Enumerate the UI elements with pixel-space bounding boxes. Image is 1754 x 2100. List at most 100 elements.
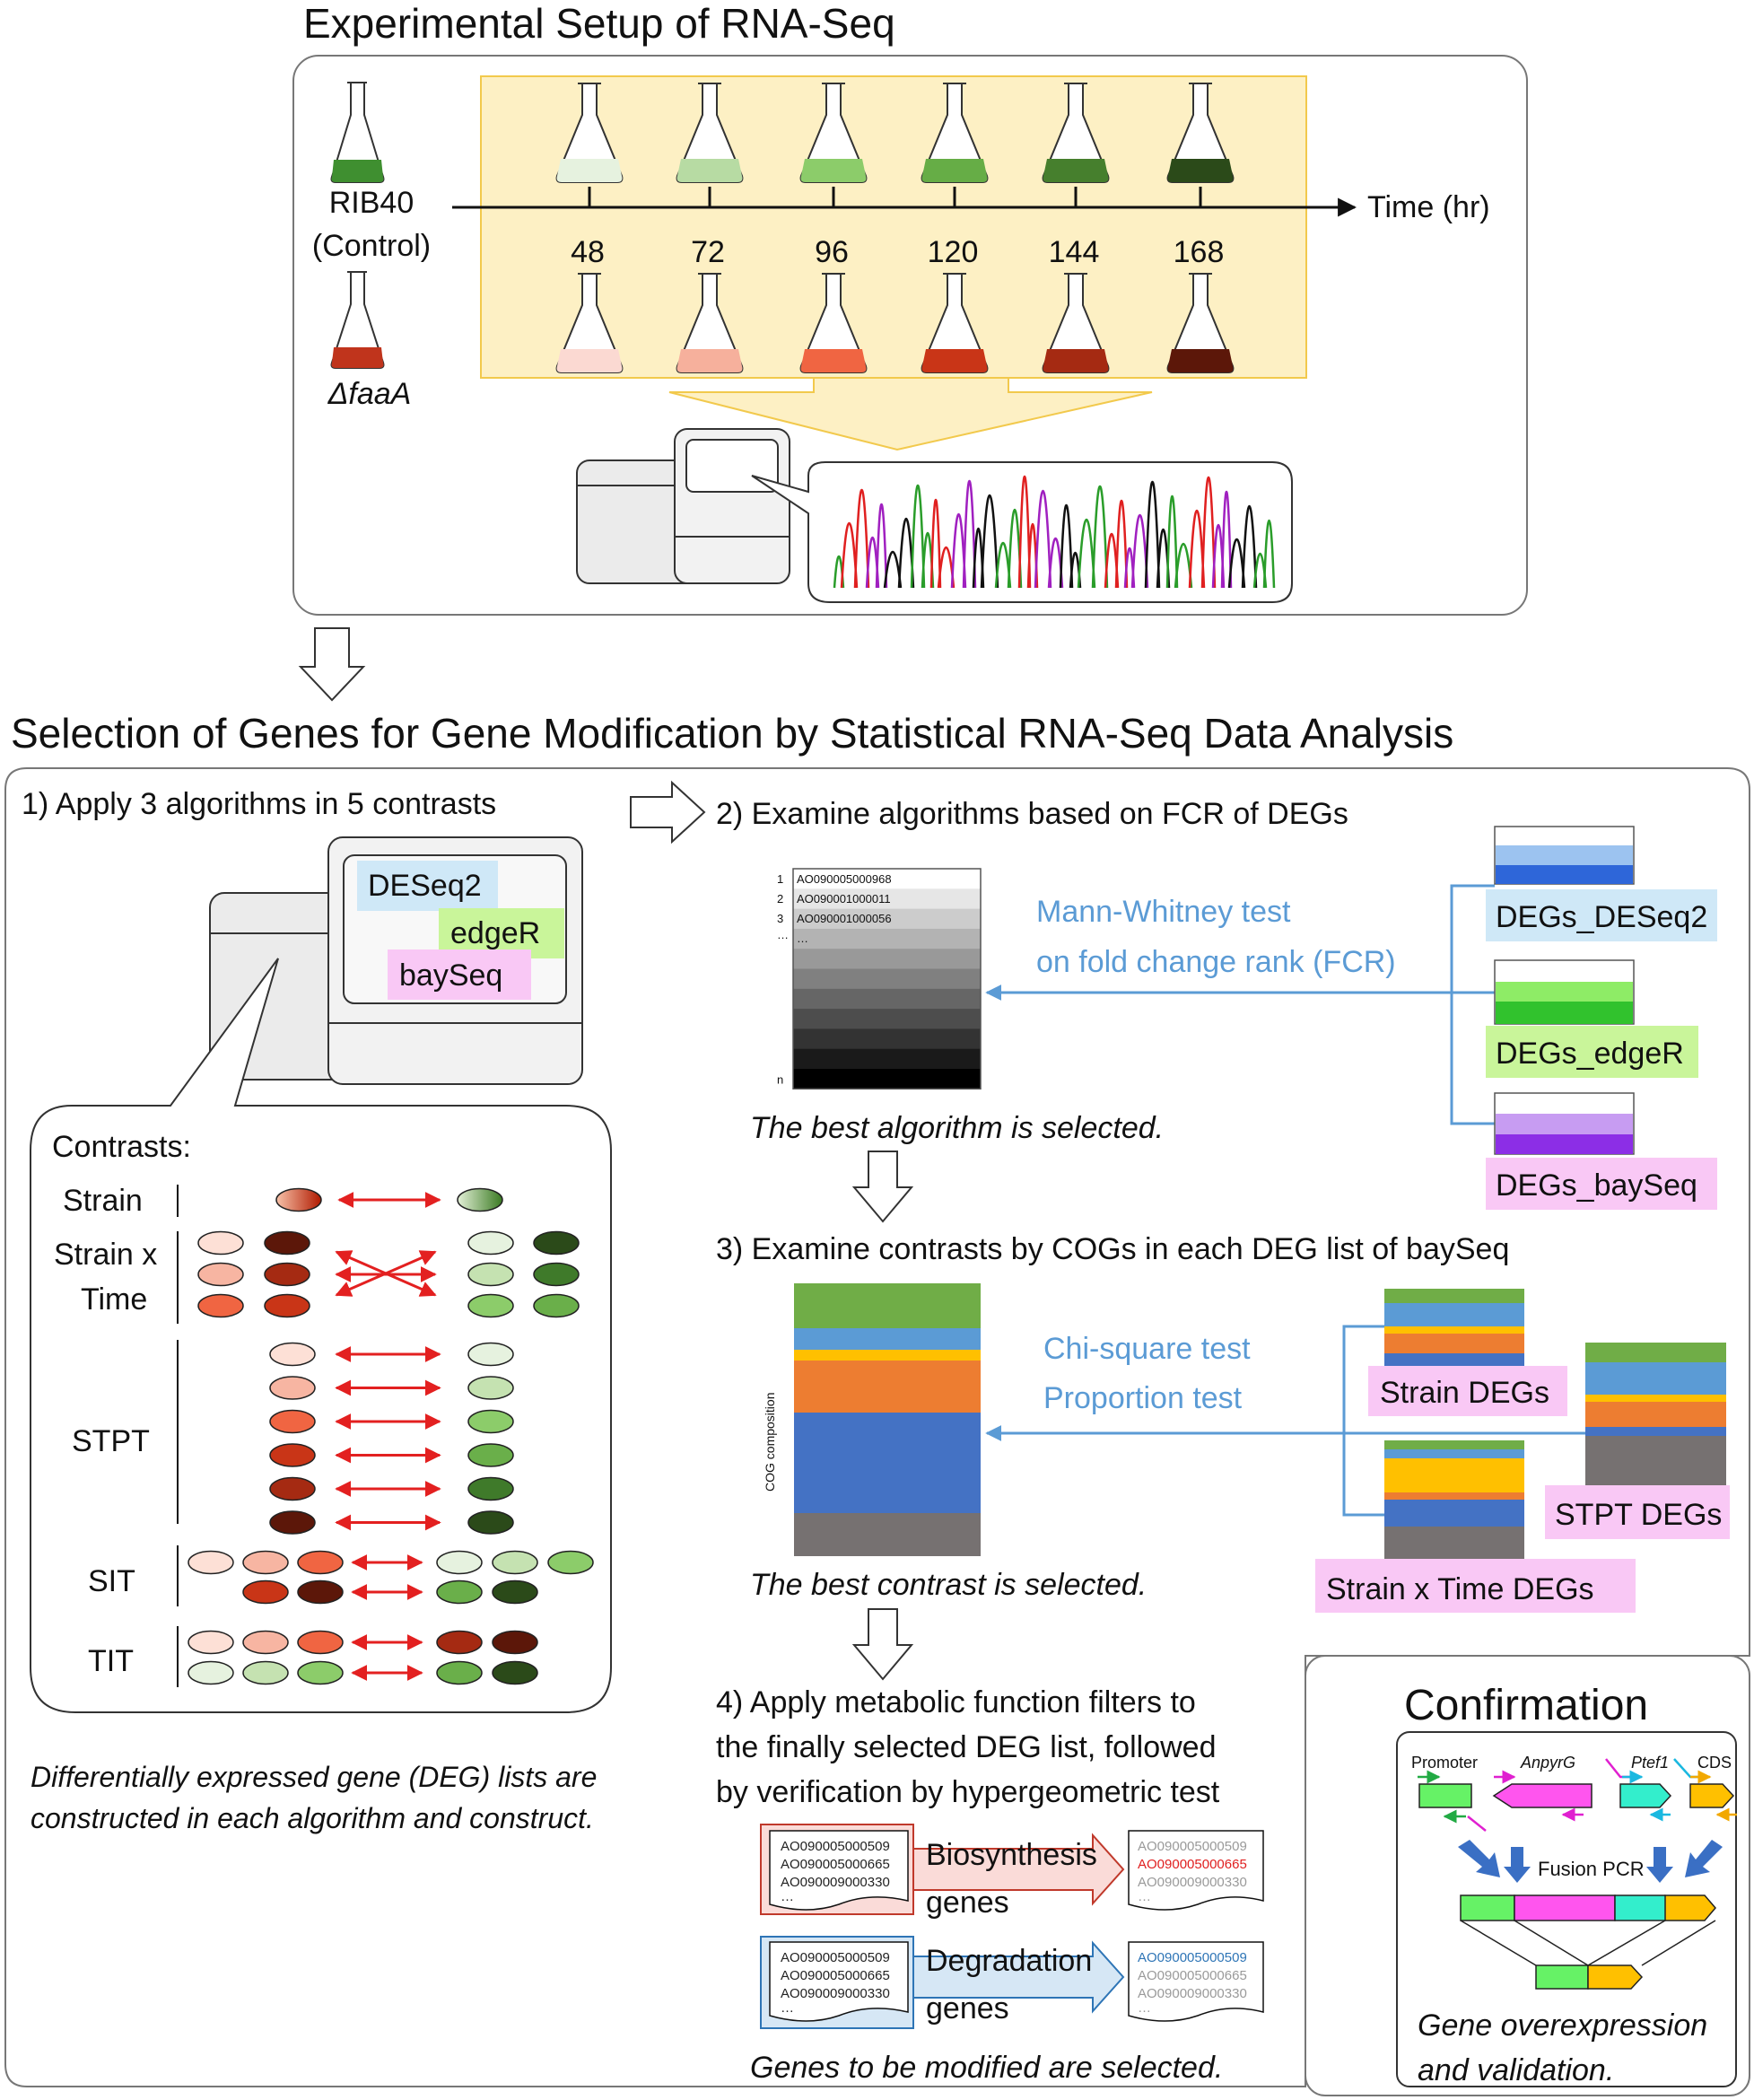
rank-table: 123…nAO090005000968AO090001000011AO09000… (777, 868, 982, 1090)
stpt-red-sample (269, 1376, 316, 1400)
sample-green (533, 1293, 580, 1318)
pcr-arrows-icon (1458, 1840, 1723, 1883)
step2-arrow (630, 780, 706, 844)
sample-red (264, 1293, 310, 1318)
funnel-arrow (668, 377, 1153, 451)
degradation-filter (760, 1936, 1264, 2029)
main-title: Selection of Genes for Gene Modification… (11, 710, 1453, 757)
sample-red (264, 1230, 310, 1256)
confirmation-title: Confirmation (1404, 1682, 1648, 1729)
stpt-green-sample (467, 1376, 514, 1400)
timepoint-label: 48 (571, 235, 605, 269)
rank-gene: AO090001000056 (797, 912, 892, 925)
step1-caption-line1: Differentially expressed gene (DEG) list… (31, 1761, 597, 1793)
contrast-strainxtime-label2: Time (81, 1282, 147, 1317)
stpt-red-sample (269, 1342, 316, 1367)
edger-label: edgeR (450, 916, 540, 950)
contrast-strainxtime-label1: Strain x (54, 1238, 157, 1272)
strain-mutant-sample (275, 1187, 322, 1212)
control-flask-icon (330, 82, 385, 183)
bayseq-beaker-icon (1494, 1092, 1635, 1155)
control-flask-120-icon (921, 83, 989, 183)
rank-number: 1 (777, 872, 783, 886)
stpt-degs-bar (1585, 1343, 1726, 1488)
deg-output-gene-4: … (1138, 2000, 1151, 2016)
timepoint-label: 72 (691, 235, 725, 269)
mutant-flask-icon (330, 271, 385, 369)
sit-sample (492, 1579, 538, 1605)
contrast-sit-label: SIT (88, 1564, 135, 1598)
promoter-label: Promoter (1411, 1754, 1478, 1772)
strainxtime-degs-bar (1384, 1440, 1524, 1559)
contrast-diagrams (177, 1185, 594, 1687)
sample-green (533, 1262, 580, 1287)
mutant-flask-120-icon (921, 273, 989, 373)
stpt-degs-highlight (1545, 1485, 1730, 1539)
step3-caption: The best contrast is selected. (750, 1568, 1147, 1602)
contrasts-title: Contrasts: (52, 1130, 191, 1164)
top-title: Experimental Setup of RNA-Seq (303, 0, 895, 47)
stpt-green-sample (467, 1476, 514, 1501)
bio-input-gene-1: AO090005000509 (781, 1839, 890, 1854)
sample-green (467, 1293, 514, 1318)
mutant-flask-96-icon (799, 273, 868, 373)
step2-title: 2) Examine algorithms based on FCR of DE… (716, 797, 1348, 831)
strainxtime-degs-label: Strain x Time DEGs (1326, 1572, 1594, 1606)
stpt-red-sample (269, 1409, 316, 1434)
cog-axis-label: COG composition (763, 1393, 777, 1492)
control-label: (Control) (312, 229, 431, 263)
strain-degs-bar (1384, 1289, 1524, 1366)
deg-input-gene-1: AO090005000509 (781, 1950, 890, 1965)
ptef1-label: Ptef1 (1631, 1754, 1669, 1772)
stpt-degs-label: STPT DEGs (1555, 1498, 1722, 1532)
sample-red (264, 1262, 310, 1287)
down-arrow (298, 627, 366, 702)
timepoint-label: 168 (1174, 235, 1225, 269)
rank-number: … (777, 928, 789, 941)
stpt-green-sample (467, 1443, 514, 1467)
bio-output-gene-4: … (1138, 1889, 1151, 1904)
rank-number: 3 (777, 912, 783, 925)
timepoint-label: 120 (928, 235, 979, 269)
edger-beaker-icon (1494, 959, 1635, 1025)
bio-output-gene-3: AO090009000330 (1138, 1875, 1247, 1890)
rank-gene: AO090005000968 (797, 872, 892, 886)
contrast-strain-label: Strain (63, 1184, 143, 1218)
cog-composition-bar (794, 1283, 981, 1556)
tit-sample (188, 1630, 234, 1655)
deseq2-label: DESeq2 (368, 869, 482, 903)
rank-number: 2 (777, 892, 783, 906)
sample-red (197, 1262, 244, 1287)
stpt-green-sample (467, 1510, 514, 1535)
sit-sample (188, 1550, 234, 1575)
step1-title: 1) Apply 3 algorithms in 5 contrasts (22, 787, 496, 821)
fusion-pcr-label: Fusion PCR (1538, 1858, 1645, 1880)
tit-sample (242, 1660, 289, 1685)
down-arrow-3 (851, 1608, 914, 1681)
degradation-label-2: genes (926, 1991, 1009, 2026)
tit-sample (297, 1660, 344, 1685)
mutant-flask-168-icon (1166, 273, 1235, 373)
sit-sample (297, 1550, 344, 1575)
control-flask-72-icon (676, 83, 744, 183)
sit-sample (242, 1579, 289, 1605)
bio-output-gene-2: AO090005000665 (1138, 1857, 1247, 1872)
sample-red (197, 1230, 244, 1256)
bio-input-gene-3: AO090009000330 (781, 1875, 890, 1890)
chromatogram-trace (833, 476, 1276, 589)
deg-bayseq-label: DEGs_baySeq (1496, 1168, 1697, 1203)
confirmation-caption-1: Gene overexpression (1418, 2008, 1707, 2043)
control-flask-144-icon (1042, 83, 1110, 183)
deg-input-gene-3: AO090009000330 (781, 1986, 890, 2001)
stpt-green-sample (467, 1409, 514, 1434)
tit-sample (492, 1660, 538, 1685)
mutant-flask-144-icon (1042, 273, 1110, 373)
step3-connector (985, 1325, 1585, 1517)
gene-construct-parts (1418, 1758, 1737, 1832)
tit-sample (242, 1630, 289, 1655)
mutant-flask-72-icon (676, 273, 744, 373)
stpt-red-sample (269, 1510, 316, 1535)
biosynthesis-filter (760, 1824, 1264, 1915)
